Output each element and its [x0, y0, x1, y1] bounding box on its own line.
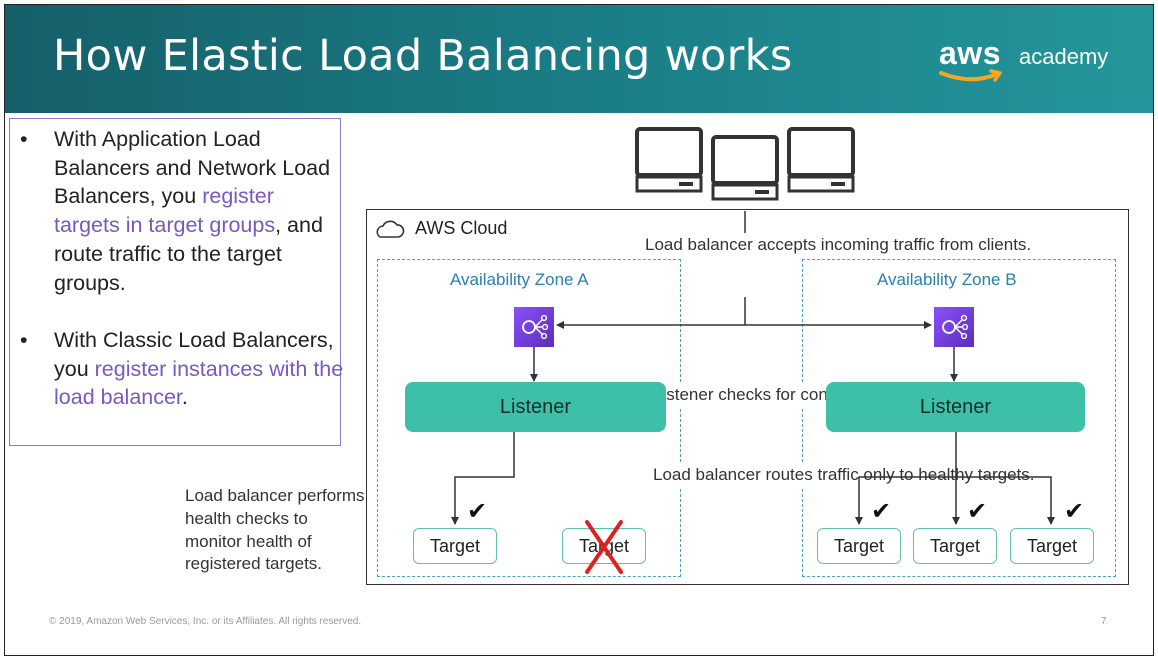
availability-zone-a — [377, 259, 681, 577]
bullet-list: • With Application Load Balancers and Ne… — [9, 118, 344, 446]
caption-routes-healthy: Load balancer routes traffic only to hea… — [653, 463, 1034, 487]
target-zone-b-3: Target — [1010, 528, 1094, 564]
target-zone-b-2: Target — [913, 528, 997, 564]
aws-academy-logo: aws academy — [935, 35, 1125, 95]
slide-title: How Elastic Load Balancing works — [53, 31, 793, 81]
checkmark-icon: ✔ — [967, 497, 988, 525]
bullet-text-plain: . — [181, 385, 188, 410]
bullet-dot: • — [20, 328, 28, 352]
diagram-connectors — [635, 127, 855, 201]
aws-smile-icon — [939, 69, 1002, 82]
title-bar: How Elastic Load Balancing works aws aca… — [5, 5, 1153, 113]
aws-cloud-group — [366, 209, 1129, 585]
bullet-dot: • — [20, 127, 28, 151]
bullet-text-plain: , and route traffic to the target groups… — [54, 213, 323, 295]
bullet-text-highlight: register targets in target groups — [54, 184, 276, 238]
checkmark-icon: ✔ — [871, 497, 892, 525]
copyright-footer: © 2019, Amazon Web Services, Inc. or its… — [49, 616, 362, 627]
checkmark-icon: ✔ — [467, 497, 488, 525]
listener-zone-b: Listener — [826, 382, 1085, 432]
client-computer-icon — [635, 127, 703, 193]
elastic-load-balancing-icon — [934, 307, 974, 347]
listener-zone-a: Listener — [405, 382, 666, 432]
zone-b-label: Availability Zone B — [877, 270, 1017, 289]
client-computer-icon — [787, 127, 855, 193]
target-zone-a-healthy: Target — [413, 528, 497, 564]
bullet-text: With Application Load Balancers and Netw… — [54, 125, 344, 297]
logo-academy-text: academy — [1019, 44, 1109, 69]
bullet-text-plain: With Classic Load Balancers, you — [54, 328, 334, 381]
health-check-note: Load balancer performs health checks to … — [185, 486, 365, 574]
bullet-text: With Classic Load Balancers, you registe… — [54, 326, 344, 412]
cloud-icon — [372, 218, 406, 242]
diagram-arrows — [451, 211, 1055, 525]
zone-a-label: Availability Zone A — [450, 270, 589, 289]
checkmark-icon: ✔ — [1064, 497, 1085, 525]
page-number: 7 — [1101, 616, 1107, 627]
availability-zone-b — [802, 259, 1116, 577]
bullet-text-plain: With Application Load Balancers and Netw… — [54, 127, 331, 209]
red-x-icon — [585, 520, 623, 574]
client-computer-icon — [711, 135, 779, 201]
elastic-load-balancing-icon — [514, 307, 554, 347]
slide: How Elastic Load Balancing works aws aca… — [4, 4, 1154, 656]
logo-aws-text: aws — [939, 35, 1001, 71]
caption-listener-checks: Listener checks for connection requests. — [653, 383, 957, 407]
bullet-text-highlight: register instances with the load balance… — [54, 356, 344, 410]
caption-accept-traffic: Load balancer accepts incoming traffic f… — [645, 233, 1031, 257]
target-zone-b-1: Target — [817, 528, 901, 564]
cloud-label: AWS Cloud — [415, 218, 508, 238]
